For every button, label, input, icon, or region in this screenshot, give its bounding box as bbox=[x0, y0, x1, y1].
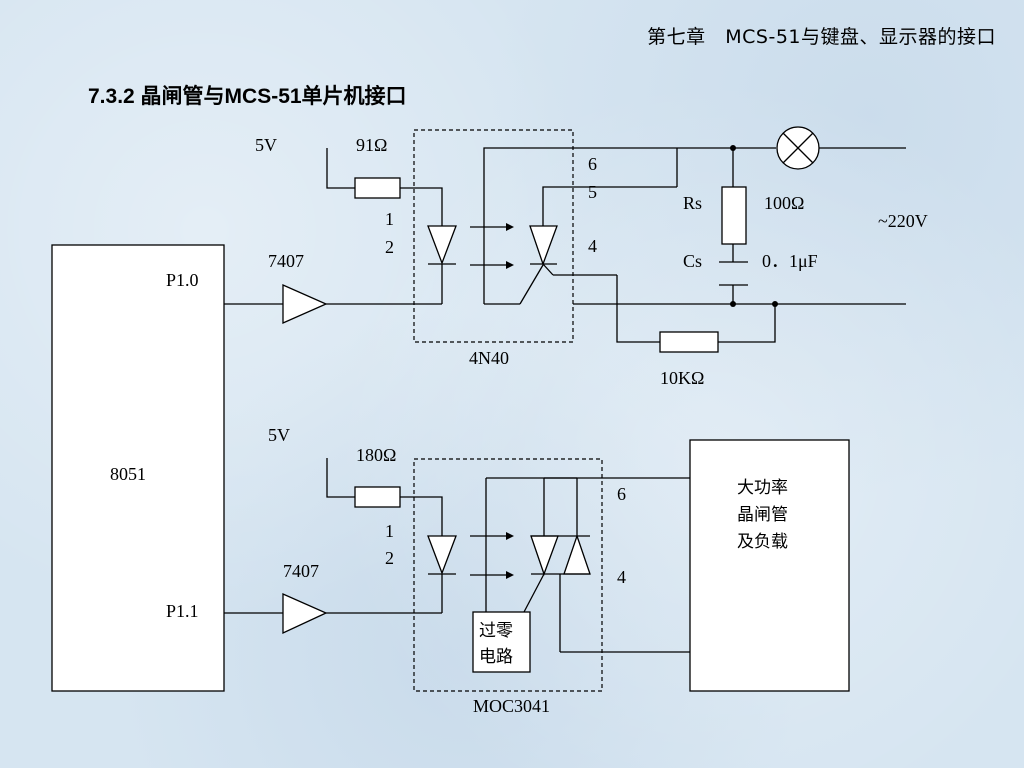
thyristor-load-box bbox=[689, 439, 850, 692]
optocoupler-moc3041-label: MOC3041 bbox=[473, 696, 550, 716]
pin6-label-bottom: 6 bbox=[617, 484, 626, 504]
resistor-180-ohm bbox=[354, 486, 401, 508]
section-title: 7.3.2 晶闸管与MCS-51单片机接口 bbox=[88, 85, 407, 108]
bottom-circuit: 过零 电路 大功率 晶闸管 及负载 5V 180Ω 7407 1 2 6 4 M… bbox=[224, 425, 850, 716]
chapter-header: 第七章 MCS-51与键盘、显示器的接口 bbox=[647, 26, 996, 48]
optocoupler-4n40-box bbox=[413, 129, 574, 343]
led-diode-bottom bbox=[427, 535, 457, 575]
zero-cross-label-line1: 过零 bbox=[479, 621, 513, 641]
pin-p10-label: P1.0 bbox=[166, 270, 199, 290]
zero-cross-circuit-box bbox=[472, 611, 531, 673]
photo-triac-right bbox=[563, 533, 591, 575]
resistor-91-label: 91Ω bbox=[356, 135, 387, 155]
resistor-180-label: 180Ω bbox=[356, 445, 396, 465]
zero-cross-label-line2: 电路 bbox=[479, 647, 513, 667]
mcu-8051-box bbox=[51, 244, 225, 692]
vcc-label-bottom: 5V bbox=[268, 425, 290, 445]
resistor-10k-ohm bbox=[659, 331, 719, 353]
load-label-line1: 大功率 bbox=[737, 478, 788, 498]
led-diode-top bbox=[427, 225, 457, 265]
top-circuit: 5V 91Ω 7407 1 2 6 5 4 4N40 Rs 100Ω Cs 0．… bbox=[224, 126, 928, 388]
mains-voltage-label: ~220V bbox=[878, 211, 928, 231]
resistor-91-ohm bbox=[354, 177, 401, 199]
pin-p11-label: P1.1 bbox=[166, 601, 199, 621]
cs-label: Cs bbox=[683, 251, 702, 271]
mcu-label: 8051 bbox=[110, 464, 146, 484]
pin5-label-top: 5 bbox=[588, 182, 597, 202]
resistor-rs bbox=[721, 186, 747, 245]
pin4-label-top: 4 bbox=[588, 236, 597, 256]
rs-value-label: 100Ω bbox=[764, 193, 804, 213]
pin4-label-bottom: 4 bbox=[617, 567, 626, 587]
load-label-line3: 及负载 bbox=[737, 532, 788, 552]
cs-value-label: 0．1μF bbox=[762, 251, 818, 271]
buffer-7407-label-top: 7407 bbox=[268, 251, 304, 271]
buffer-7407-label-bottom: 7407 bbox=[283, 561, 319, 581]
resistor-10k-label: 10KΩ bbox=[660, 368, 704, 388]
photo-scr-top bbox=[529, 225, 558, 266]
optocoupler-moc3041-box bbox=[413, 458, 603, 692]
rs-label: Rs bbox=[683, 193, 702, 213]
load-label-line2: 晶闸管 bbox=[737, 505, 788, 525]
pin1-label-top: 1 bbox=[385, 209, 394, 229]
pin6-label-top: 6 bbox=[588, 154, 597, 174]
vcc-label-top: 5V bbox=[255, 135, 277, 155]
pin2-label-top: 2 bbox=[385, 237, 394, 257]
buffer-7407-bottom bbox=[282, 593, 328, 635]
photo-triac-left bbox=[530, 535, 559, 576]
optocoupler-4n40-label: 4N40 bbox=[469, 348, 509, 368]
pin1-label-bottom: 1 bbox=[385, 521, 394, 541]
buffer-7407-top bbox=[282, 284, 328, 324]
pin2-label-bottom: 2 bbox=[385, 548, 394, 568]
